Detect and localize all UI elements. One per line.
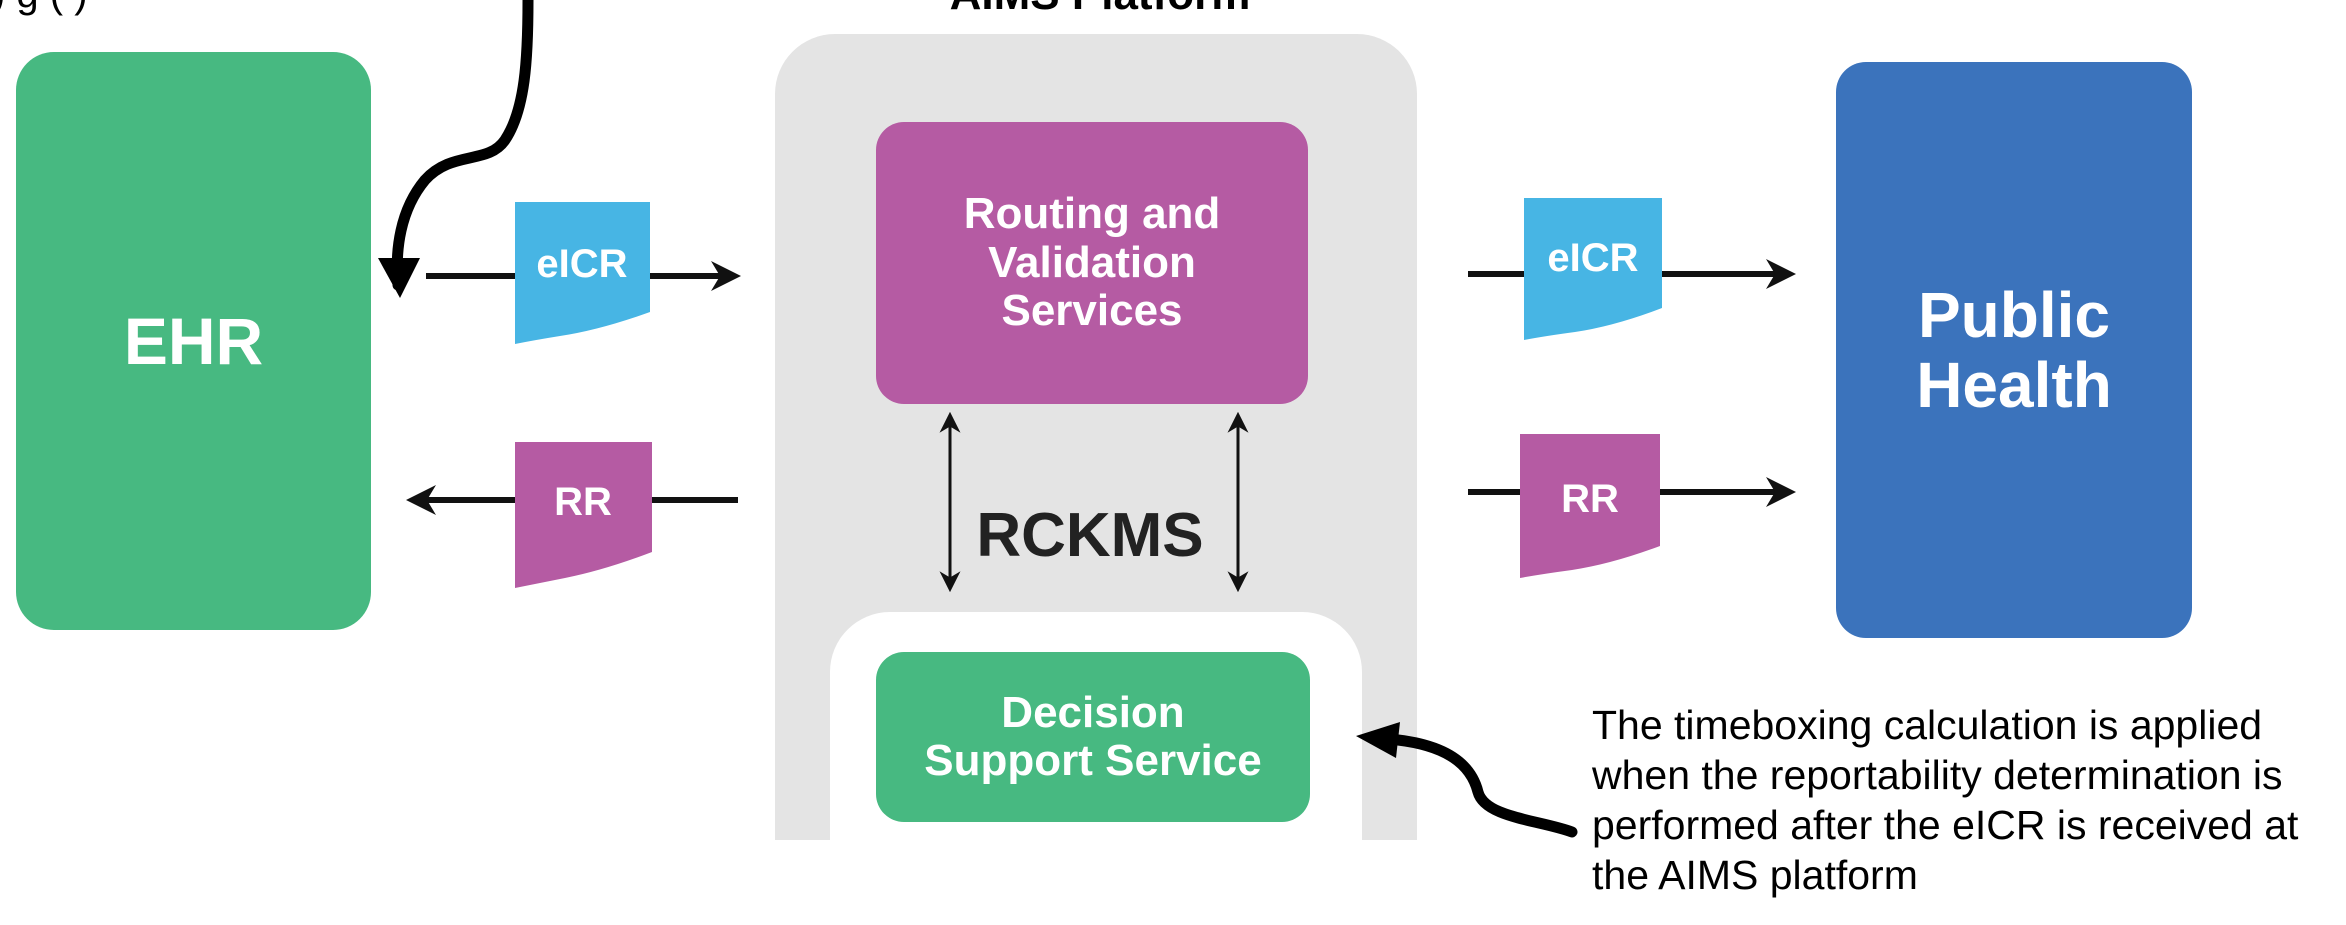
rr-ph-document: RR — [1520, 434, 1660, 578]
bottom-callout-arrow — [1392, 734, 1578, 838]
rr-ph-label: RR — [1561, 477, 1619, 521]
decision-support-node: Decision Support Service — [876, 652, 1310, 822]
public-health-node: Public Health — [1836, 62, 2192, 638]
public-health-label: Public Health — [1916, 278, 2112, 421]
eicr-in-document: eICR — [515, 202, 650, 344]
top-callout-arrow — [391, 0, 534, 291]
bottom-callout-arrowhead — [1356, 722, 1400, 758]
ehr-node: EHR — [16, 52, 371, 630]
top-callout-arrowhead — [378, 258, 420, 298]
eicr-ph-label: eICR — [1547, 236, 1638, 280]
rr-out-document: RR — [515, 442, 652, 588]
top-annotation-text: ) g ( ) — [0, 0, 88, 17]
rr-out-label: RR — [554, 480, 612, 524]
eicr-ph-document: eICR — [1524, 198, 1662, 340]
ehr-label: EHR — [123, 303, 264, 378]
routing-label: Routing and Validation Services — [963, 189, 1221, 336]
decision-support-label: Decision Support Service — [924, 687, 1262, 785]
timeboxing-annotation: The timeboxing calculation is applied wh… — [1592, 702, 2299, 899]
rckms-label: RCKMS — [976, 501, 1204, 570]
routing-validation-node: Routing and Validation Services — [876, 122, 1308, 404]
platform-title: AIMS Platform — [800, 0, 1400, 20]
eicr-in-label: eICR — [536, 242, 627, 286]
